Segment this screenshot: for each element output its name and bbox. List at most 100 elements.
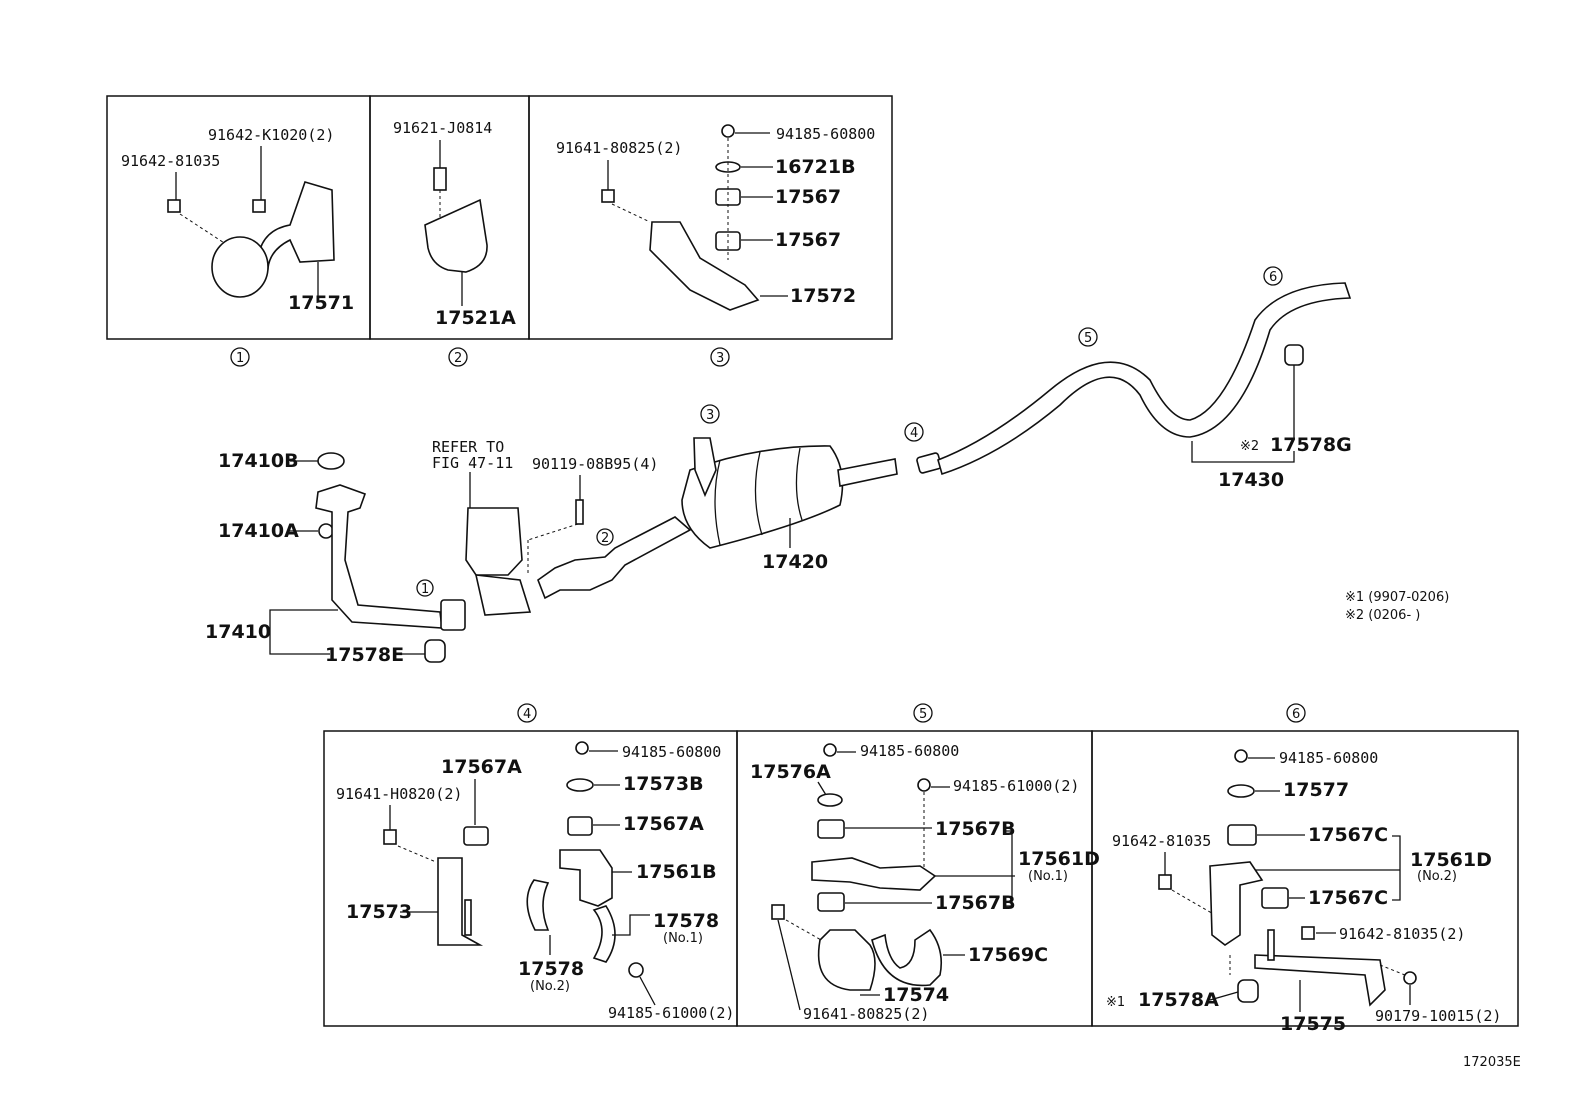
- label-94185-61000: 94185-61000(2): [608, 1004, 734, 1022]
- refer-to-line-1: REFER TO: [432, 438, 504, 456]
- label-17561D: 17561D: [1018, 848, 1100, 870]
- callout-3-icon: [700, 404, 720, 424]
- nut-icon: [628, 962, 644, 978]
- label-17572: 17572: [790, 285, 856, 307]
- svg-text:6: 6: [1292, 707, 1300, 722]
- inset-box-4: 94185-60800 17567A 91641-H0820(2) 17573B…: [323, 730, 738, 1027]
- bracket-17573-icon: [437, 857, 484, 946]
- muffler-outlet-icon: [837, 458, 898, 487]
- stud-icon: [1267, 929, 1275, 961]
- center-pipe-icon: [537, 516, 692, 600]
- callout-5-icon: [1078, 327, 1098, 347]
- note-mark-1: ※1: [1106, 995, 1125, 1010]
- label-17567B-upper: 17567B: [935, 818, 1016, 840]
- main-assembly: 17410B 17410A 17410 17578E 1 REFER TO FI…: [205, 266, 1449, 666]
- label-no1: (No.1): [1028, 869, 1068, 884]
- svg-text:3: 3: [716, 351, 724, 366]
- bolt-icon: [167, 199, 181, 213]
- inset-box-6: 94185-60800 17577 91642-81035 17567C 175…: [1091, 730, 1519, 1035]
- washer-icon: [566, 778, 594, 792]
- svg-text:2: 2: [601, 531, 609, 546]
- note-mark-2: ※2: [1240, 439, 1259, 454]
- section-marker-3: 3: [710, 347, 730, 367]
- label-90179-10015: 90179-10015(2): [1375, 1007, 1501, 1025]
- label-17561D: 17561D: [1410, 849, 1492, 871]
- front-pipe-17410-icon: [315, 484, 443, 629]
- cushion-icon: [817, 819, 845, 839]
- bolt-icon: [575, 499, 584, 525]
- bolt-icon: [771, 904, 785, 920]
- label-17576A: 17576A: [750, 761, 831, 783]
- inset-box-3: 91641-80825(2) 94185-60800 16721B 17567 …: [528, 95, 893, 340]
- note-2: ※2 (0206- ): [1345, 608, 1420, 623]
- note-1: ※1 (9907-0206): [1345, 590, 1449, 605]
- bolt-icon: [252, 199, 266, 213]
- nut-icon: [1403, 971, 1417, 985]
- bolt-icon: [383, 829, 397, 845]
- refer-to-line-2: FIG 47-11: [432, 454, 513, 472]
- label-17578A: 17578A: [1138, 989, 1219, 1011]
- heat-shield-17521A-icon: [424, 198, 488, 273]
- section-marker-2: 2: [448, 347, 468, 367]
- inset-box-2: 91621-J0814 17521A: [369, 95, 530, 340]
- label-17571: 17571: [288, 292, 354, 314]
- label-94185-60800: 94185-60800: [776, 125, 875, 143]
- bracket-17561D-no1-icon: [811, 857, 937, 891]
- svg-text:4: 4: [910, 426, 918, 441]
- label-17574: 17574: [883, 984, 949, 1006]
- label-17567-upper: 17567: [775, 186, 841, 208]
- inset-box-1: 91642-K1020(2) 91642-81035 17571: [106, 95, 371, 340]
- flange-icon: [440, 599, 466, 631]
- section-marker-4: 4: [517, 703, 537, 723]
- callout-1-icon: [416, 579, 434, 597]
- cushion-icon: [463, 826, 489, 846]
- label-17578-no2: 17578: [518, 958, 584, 980]
- label-17573: 17573: [346, 901, 412, 923]
- callout-4-icon: [904, 422, 924, 442]
- clamp-half-no1-icon: [592, 905, 616, 963]
- label-17561B: 17561B: [636, 861, 717, 883]
- nut-17410A-icon: [318, 523, 334, 539]
- label-91621-J0814: 91621-J0814: [393, 119, 492, 137]
- label-17578-no1: 17578: [653, 910, 719, 932]
- label-90119-08B95: 90119-08B95(4): [532, 455, 658, 473]
- bolt-icon: [1301, 926, 1315, 940]
- section-marker-1: 1: [230, 347, 250, 367]
- cushion-icon: [567, 816, 593, 836]
- label-17578E: 17578E: [325, 644, 404, 666]
- label-17578G: 17578G: [1270, 434, 1352, 456]
- svg-text:5: 5: [919, 707, 927, 722]
- label-91641-80825: 91641-80825(2): [803, 1005, 929, 1023]
- label-17410A: 17410A: [218, 520, 299, 542]
- label-16721B: 16721B: [775, 156, 856, 178]
- label-94185-60800: 94185-60800: [860, 742, 959, 760]
- converter-flange-icon: [474, 574, 532, 616]
- nut-icon: [823, 743, 837, 757]
- nut-icon: [721, 124, 735, 138]
- label-17573B: 17573B: [623, 773, 704, 795]
- washer-icon: [817, 793, 843, 807]
- label-94185-60800: 94185-60800: [1279, 749, 1378, 767]
- label-91642-81035-2: 91642-81035(2): [1339, 925, 1465, 943]
- cushion-icon: [1227, 824, 1257, 846]
- cushion-icon: [817, 892, 845, 912]
- hanger-17569C-icon: [871, 928, 943, 987]
- tail-pipe-17430-icon: [937, 282, 1352, 476]
- nut-icon: [575, 741, 589, 755]
- label-17410: 17410: [205, 621, 271, 643]
- stud-icon: [464, 899, 472, 936]
- pipe-coupler-icon: [916, 452, 942, 474]
- clamp-17578G-icon: [1284, 344, 1304, 366]
- washer-icon: [1227, 784, 1255, 798]
- label-17567B-lower: 17567B: [935, 892, 1016, 914]
- diagram-id: 172035E: [1463, 1055, 1521, 1070]
- clamp-17578A-icon: [1237, 979, 1259, 1003]
- gasket-17410B-icon: [317, 452, 345, 470]
- cushion-icon: [715, 188, 741, 206]
- bolt-icon: [601, 189, 615, 203]
- callout-2-icon: [596, 528, 614, 546]
- label-no2: (No.2): [530, 979, 570, 994]
- svg-text:6: 6: [1269, 270, 1277, 285]
- label-17577: 17577: [1283, 779, 1349, 801]
- label-94185-60800: 94185-60800: [622, 743, 721, 761]
